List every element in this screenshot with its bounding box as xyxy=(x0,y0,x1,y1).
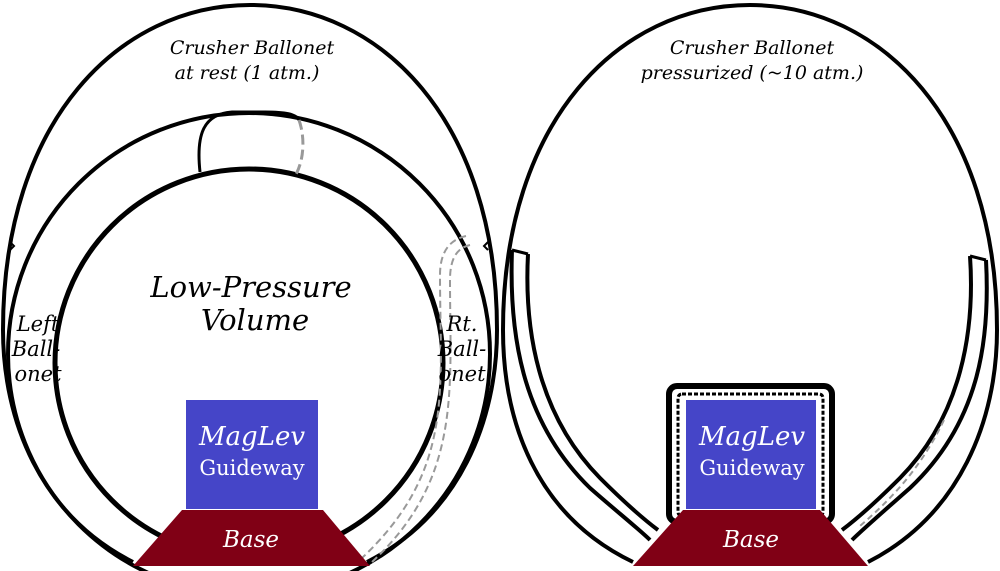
volume-label-line1: Low-Pressure xyxy=(149,270,351,304)
right-right-wall-outer xyxy=(850,259,989,542)
crusher-label-line1: Crusher Ballonet xyxy=(170,37,335,59)
base-block xyxy=(133,510,370,566)
left-panel: Crusher Ballonet at rest (1 atm.) Low-Pr… xyxy=(0,2,500,571)
guideway-pressurized-line2: Guideway xyxy=(699,456,804,480)
crusher-pressurized-line1: Crusher Ballonet xyxy=(670,37,835,59)
right-left-wall-outer xyxy=(509,249,652,542)
guideway-label-line2: Guideway xyxy=(199,456,304,480)
left-notch xyxy=(9,241,16,251)
crusher-bump-dashed xyxy=(293,119,305,177)
crusher-label-line2: at rest (1 atm.) xyxy=(175,62,320,84)
left-ballonet-line3: onet xyxy=(14,362,62,386)
right-right-wall-cap xyxy=(969,254,987,262)
guideway-pressurized-line1: MagLev xyxy=(698,422,805,452)
base-label: Base xyxy=(222,527,279,553)
guideway-block-pressurized xyxy=(686,400,816,509)
right-ballonet-line1: Rt. xyxy=(446,312,478,336)
right-panel: Crusher Ballonet pressurized (~10 atm.) … xyxy=(500,2,1000,566)
right-left-wall-inner xyxy=(525,253,660,532)
base-block-pressurized xyxy=(633,510,868,566)
base-pressurized-label: Base xyxy=(722,527,779,553)
right-dashed-path-outer xyxy=(361,235,467,559)
left-ballonet-line2: Ball- xyxy=(11,337,60,361)
right-ballonet-line2: Ball- xyxy=(437,337,486,361)
left-outer-envelope xyxy=(0,2,500,564)
guideway-block xyxy=(186,400,318,509)
right-lower-dashed xyxy=(859,419,945,527)
right-right-wall-inner xyxy=(840,255,973,532)
left-ballonet-line1: Left xyxy=(16,312,60,336)
right-notch xyxy=(482,241,489,251)
right-dashed-path-inner xyxy=(371,244,471,563)
right-ballonet-line3: onet xyxy=(438,362,486,386)
crusher-pressurized-line2: pressurized (~10 atm.) xyxy=(641,62,864,84)
volume-label-line2: Volume xyxy=(201,303,309,337)
right-outer-envelope xyxy=(500,2,1000,564)
guideway-label-line1: MagLev xyxy=(198,422,305,452)
right-left-wall-cap xyxy=(511,248,529,256)
crusher-bump xyxy=(197,110,301,173)
